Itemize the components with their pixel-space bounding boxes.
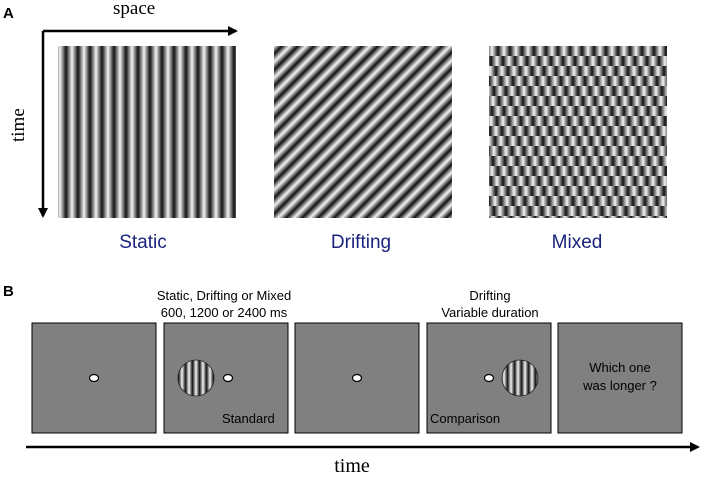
static-label: Static	[119, 232, 167, 253]
comparison-caption-line1: Drifting	[469, 288, 510, 303]
drifting-label: Drifting	[331, 232, 391, 253]
mixed-band	[489, 46, 667, 57]
fixation-point-icon	[222, 373, 234, 383]
time-axis-label: time	[8, 108, 29, 142]
mixed-band	[489, 86, 667, 97]
mixed-band	[489, 156, 667, 167]
mixed-label: Mixed	[552, 232, 603, 253]
question-line2: was longer ?	[582, 378, 657, 393]
standard-tag: Standard	[222, 411, 275, 426]
mixed-band	[489, 66, 667, 77]
mixed-band	[489, 146, 667, 157]
mixed-band	[489, 216, 667, 218]
fixation-point-icon	[88, 373, 100, 383]
mixed-band	[489, 116, 667, 127]
fixation-point-icon	[351, 373, 363, 383]
standard-caption-line1: Static, Drifting or Mixed	[157, 288, 291, 303]
standard-caption-line2: 600, 1200 or 2400 ms	[161, 305, 288, 320]
static-grating-image	[58, 46, 236, 218]
mixed-band	[489, 56, 667, 67]
time-label: time	[334, 455, 370, 477]
comparison-grating-patch	[502, 360, 538, 396]
question-line1: Which one	[589, 360, 650, 375]
mixed-band	[489, 176, 667, 187]
comparison-caption-line2: Variable duration	[441, 305, 538, 320]
fixation-point-icon	[483, 373, 495, 383]
frame-question	[557, 322, 683, 434]
mixed-band	[489, 136, 667, 147]
panel-b-label: B	[3, 283, 14, 300]
mixed-band	[489, 76, 667, 87]
mixed-band	[489, 186, 667, 197]
panel-a-label: A	[3, 5, 14, 22]
mixed-band	[489, 126, 667, 137]
comparison-tag: Comparison	[430, 411, 500, 426]
space-axis-label: space	[113, 0, 155, 19]
mixed-band	[489, 106, 667, 117]
drifting-grating-image	[274, 46, 452, 218]
standard-grating-patch	[178, 360, 214, 396]
mixed-band	[489, 196, 667, 207]
mixed-band	[489, 96, 667, 107]
mixed-band	[489, 206, 667, 217]
mixed-grating-image	[489, 46, 667, 218]
mixed-band	[489, 166, 667, 177]
